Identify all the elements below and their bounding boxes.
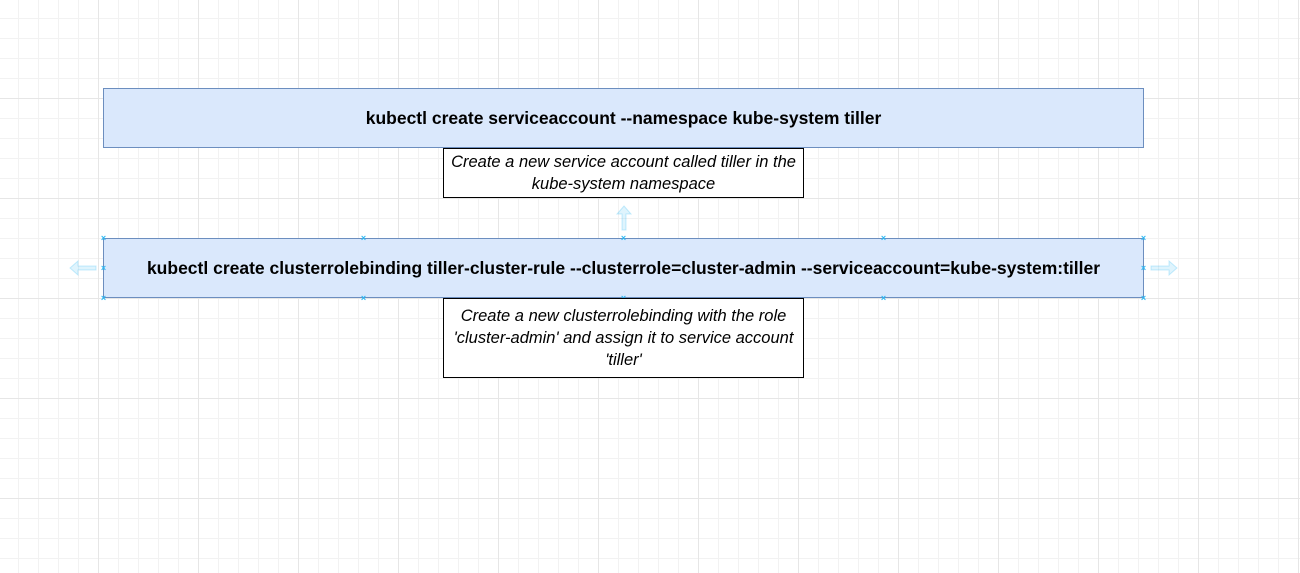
selection-handle-sw[interactable]: × [100, 293, 107, 303]
selection-handle-n1[interactable]: × [360, 233, 367, 243]
selection-handle-nw[interactable]: × [100, 233, 107, 243]
serviceaccount-note-text: Create a new service account called till… [451, 153, 796, 193]
selection-handle-n2[interactable]: × [880, 233, 887, 243]
serviceaccount-note-box[interactable]: Create a new service account called till… [443, 148, 804, 198]
arrow-right-icon[interactable] [1150, 259, 1178, 277]
selection-handle-w[interactable]: × [100, 263, 107, 273]
selection-handle-s2[interactable]: × [880, 293, 887, 303]
clusterrolebinding-note-box[interactable]: Create a new clusterrolebinding with the… [443, 298, 804, 378]
clusterrolebinding-note-text: Create a new clusterrolebinding with the… [453, 307, 794, 369]
selection-handle-se[interactable]: × [1140, 293, 1147, 303]
arrow-up-icon[interactable] [615, 205, 633, 231]
selection-handle-ne[interactable]: × [1140, 233, 1147, 243]
serviceaccount-command-text: kubectl create serviceaccount --namespac… [365, 107, 882, 128]
clusterrolebinding-command-text: kubectl create clusterrolebinding tiller… [146, 257, 1101, 278]
selection-handle-s1[interactable]: × [360, 293, 367, 303]
selection-handle-n[interactable]: × [620, 233, 627, 243]
arrow-left-icon[interactable] [69, 259, 97, 277]
serviceaccount-command-box[interactable]: kubectl create serviceaccount --namespac… [103, 88, 1144, 148]
selection-handle-e[interactable]: × [1140, 263, 1147, 273]
clusterrolebinding-command-box[interactable]: kubectl create clusterrolebinding tiller… [103, 238, 1144, 298]
